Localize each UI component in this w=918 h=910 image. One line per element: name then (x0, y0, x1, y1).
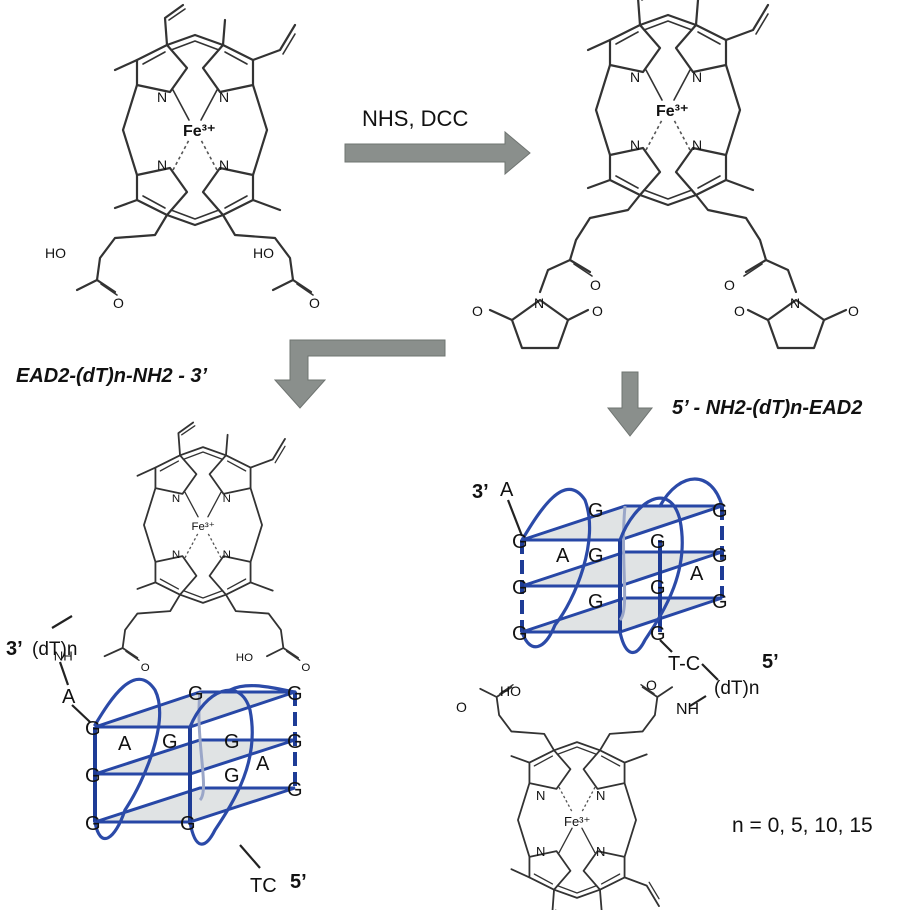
svg-text:O: O (456, 699, 467, 715)
svg-text:G: G (224, 731, 240, 753)
svg-text:G: G (650, 531, 666, 553)
svg-text:N: N (172, 493, 180, 505)
svg-text:A: A (62, 686, 76, 708)
svg-text:N: N (219, 157, 229, 173)
svg-text:G: G (512, 531, 528, 553)
reagents-label: NHS, DCC (362, 106, 468, 131)
svg-text:G: G (650, 623, 666, 645)
svg-text:G: G (588, 545, 604, 567)
svg-text:A: A (690, 563, 704, 585)
left-5prime-label: 5’ (290, 871, 307, 893)
svg-text:G: G (287, 683, 303, 705)
svg-text:G: G (224, 765, 240, 787)
left-hemin: Fe³⁺ N N N N NH O HO O (54, 421, 310, 674)
svg-text:N: N (536, 788, 545, 803)
svg-text:NH: NH (676, 701, 699, 718)
svg-text:N: N (596, 788, 605, 803)
svg-text:N: N (596, 844, 605, 859)
svg-text:O: O (472, 303, 483, 319)
svg-text:N: N (172, 549, 180, 561)
svg-text:O: O (592, 303, 603, 319)
svg-text:N: N (630, 69, 640, 85)
svg-text:HO: HO (253, 245, 274, 261)
svg-text:N: N (534, 295, 544, 311)
svg-text:O: O (141, 662, 150, 674)
svg-text:O: O (724, 277, 735, 293)
svg-text:G: G (650, 577, 666, 599)
svg-text:G: G (188, 683, 204, 705)
svg-text:O: O (848, 303, 859, 319)
svg-text:TC: TC (250, 875, 277, 897)
svg-text:G: G (712, 500, 728, 522)
svg-text:O: O (309, 295, 320, 311)
nhs-dcc-arrow (344, 130, 531, 176)
svg-text:N: N (219, 89, 229, 105)
svg-text:N: N (790, 295, 800, 311)
svg-text:N: N (223, 493, 231, 505)
svg-text:HO: HO (500, 683, 521, 699)
svg-text:N: N (692, 137, 702, 153)
svg-text:G: G (712, 545, 728, 567)
svg-text:Fe³⁺: Fe³⁺ (656, 103, 688, 120)
svg-text:G: G (85, 813, 101, 835)
right-3prime-label: 3’ (472, 481, 489, 503)
svg-text:Fe³⁺: Fe³⁺ (564, 814, 590, 829)
iron-atom: Fe³⁺ (183, 123, 215, 140)
svg-text:O: O (301, 662, 310, 674)
svg-text:N: N (157, 157, 167, 173)
svg-text:NH: NH (54, 648, 73, 663)
svg-text:N: N (223, 549, 231, 561)
svg-text:G: G (588, 591, 604, 613)
svg-text:G: G (162, 731, 178, 753)
hemin-nhs-ester: Fe³⁺ N N N N O O O N O O O N (472, 0, 859, 350)
svg-text:A: A (500, 479, 514, 501)
svg-text:N: N (692, 69, 702, 85)
right-5prime-label: 5’ (762, 651, 779, 673)
svg-text:G: G (588, 500, 604, 522)
svg-text:O: O (646, 677, 657, 693)
left-branch-arrow (273, 339, 446, 409)
svg-text:G: G (85, 765, 101, 787)
svg-text:O: O (113, 295, 124, 311)
svg-text:A: A (556, 545, 570, 567)
svg-text:G: G (512, 577, 528, 599)
svg-text:T-C: T-C (668, 653, 700, 675)
right-branch-arrow (606, 371, 654, 437)
svg-text:G: G (85, 718, 101, 740)
hemin-molecule: Fe³⁺ N N N N HO O HO O (45, 3, 320, 311)
svg-text:G: G (287, 731, 303, 753)
svg-text:G: G (287, 779, 303, 801)
svg-text:HO: HO (236, 652, 253, 664)
svg-text:N: N (536, 844, 545, 859)
left-conjugate-label: EAD2-(dT)n-NH2 - 3’ (16, 365, 208, 387)
left-3prime-label: 3’ (6, 638, 23, 660)
svg-text:G: G (712, 591, 728, 613)
svg-text:A: A (118, 733, 132, 755)
svg-text:G: G (512, 623, 528, 645)
svg-text:G: G (180, 813, 196, 835)
svg-text:HO: HO (45, 245, 66, 261)
right-g-quadruplex: A G G G A G G G A G G G G G G T-C (500, 477, 728, 675)
svg-text:A: A (256, 753, 270, 775)
length-note: n = 0, 5, 10, 15 (732, 814, 873, 837)
svg-text:O: O (590, 277, 601, 293)
right-dt-linker: (dT)n (714, 678, 759, 699)
left-g-quadruplex: A G G G A G G G A G G G G G TC 5’ (62, 677, 307, 897)
right-hemin (479, 684, 674, 910)
left-dt-linker: (dT)n (32, 639, 77, 660)
right-conjugate-label: 5’ - NH2-(dT)n-EAD2 (672, 397, 862, 419)
svg-text:N: N (157, 89, 167, 105)
svg-text:Fe³⁺: Fe³⁺ (192, 521, 215, 533)
svg-text:N: N (630, 137, 640, 153)
svg-text:O: O (734, 303, 745, 319)
